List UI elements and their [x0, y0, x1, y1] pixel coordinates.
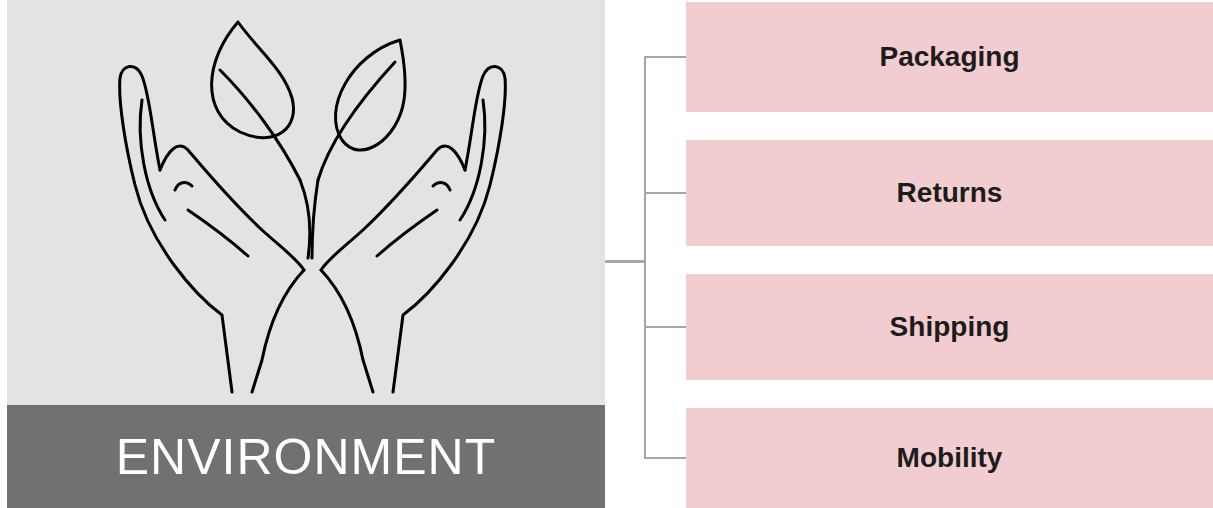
topic-box: Packaging — [686, 2, 1213, 112]
bracket-connector — [605, 57, 686, 262]
topic-box: Shipping — [686, 274, 1213, 380]
topic-label: Shipping — [880, 311, 1020, 343]
panel-ground — [7, 0, 605, 405]
title-band: ENVIRONMENT — [7, 405, 605, 508]
topic-label: Packaging — [869, 41, 1029, 73]
theme-label: ENVIRONMENT — [116, 428, 496, 486]
topic-label: Returns — [887, 177, 1013, 209]
topic-box: Returns — [686, 140, 1213, 246]
bracket-connector — [605, 262, 686, 458]
bracket-connector — [605, 193, 686, 262]
topic-label: Mobility — [887, 442, 1013, 474]
hands-leaf-drawing — [120, 22, 506, 392]
theme-panel: ENVIRONMENT — [7, 0, 605, 508]
topic-box: Mobility — [686, 408, 1213, 508]
